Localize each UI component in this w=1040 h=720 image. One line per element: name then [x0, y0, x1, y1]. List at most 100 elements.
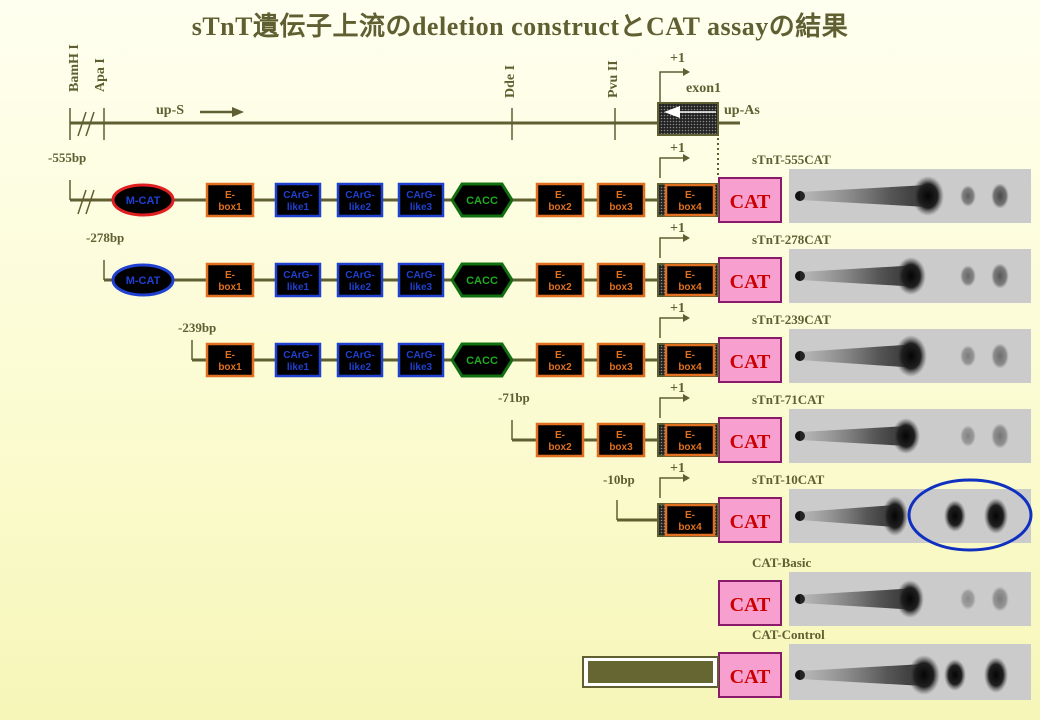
tlc-acetylated-spot-2 — [991, 586, 1009, 612]
up-as-arrowhead — [664, 106, 680, 118]
carg-like1-box — [274, 262, 322, 298]
tlc-main-spot — [895, 335, 927, 377]
ebox1-box — [205, 182, 255, 218]
ebox4-box-label: E- — [685, 190, 695, 201]
tlc-main-spot — [908, 655, 940, 695]
cacc-element — [450, 342, 514, 378]
site-label-bamh1: BamH I — [67, 44, 82, 92]
tlc-acetylated-spot-2 — [984, 657, 1008, 693]
cat-reporter-label: CAT — [730, 191, 771, 213]
tlc-acetylated-spot-2 — [984, 498, 1008, 534]
ebox4-box-label: E- — [685, 270, 695, 281]
tlc-acetylated-spot-1 — [960, 265, 976, 287]
start-position-label: -278bp — [86, 230, 124, 245]
exon-label: exon1 — [686, 81, 721, 96]
tlc-acetylated-spot-1 — [960, 345, 976, 367]
restriction-map: BamH I Apa I Dde I Pvu II +1 exon1 up-As… — [67, 44, 760, 178]
ebox3-box — [596, 422, 646, 458]
site-label-apa1: Apa I — [93, 58, 108, 92]
ebox1-box-label: box1 — [218, 362, 242, 373]
break-mark — [85, 189, 95, 215]
tss-arrow — [659, 157, 688, 178]
mcat-element — [111, 183, 175, 217]
cat-reporter-box — [718, 580, 782, 626]
tlc-image — [789, 572, 1031, 626]
tlc-acetylated-spot-1 — [960, 588, 976, 610]
primer-fwd-label: up-S — [156, 103, 184, 118]
carg-like1-box-label: like1 — [287, 202, 310, 213]
carg-like1-box — [274, 182, 322, 218]
ebox4-box — [664, 263, 716, 297]
tlc-smear — [800, 426, 906, 446]
carg-like1-box-label: like1 — [287, 362, 310, 373]
ebox1-box-label: E- — [225, 350, 235, 361]
ebox2-box-label: E- — [555, 270, 565, 281]
tss-label: +1 — [670, 381, 685, 396]
start-position-label: -555bp — [48, 150, 86, 165]
tlc-main-spot — [912, 176, 944, 216]
ebox2-box-label: box2 — [548, 362, 572, 373]
ebox2-box-label: box2 — [548, 442, 572, 453]
carg-like1-box-label: CArG- — [283, 190, 312, 201]
tlc-main-spot — [896, 580, 924, 618]
construct-name: CAT-Control — [752, 627, 825, 642]
cat-reporter-box — [718, 177, 782, 223]
ebox1-box-label: E- — [225, 190, 235, 201]
tlc-acetylated-spot-1 — [944, 659, 966, 691]
tss-label: +1 — [670, 51, 685, 66]
carg-like2-box-label: like2 — [349, 202, 372, 213]
cat-reporter-label: CAT — [730, 431, 771, 453]
carg-like2-box-label: CArG- — [345, 190, 374, 201]
cacc-label: CACC — [466, 355, 498, 367]
ebox2-box — [535, 422, 585, 458]
cat-reporter-label: CAT — [730, 271, 771, 293]
ebox3-box-label: box3 — [609, 202, 633, 213]
carg-like3-box-label: like3 — [410, 362, 433, 373]
ebox2-box — [535, 262, 585, 298]
tss-arrow — [659, 397, 688, 418]
tlc-acetylated-spot-2 — [991, 183, 1009, 209]
ebox3-box-label: E- — [616, 430, 626, 441]
tss-arrow — [659, 477, 688, 498]
ebox4-box-label: box4 — [678, 522, 702, 533]
cacc-element — [450, 262, 514, 298]
tlc-image — [789, 489, 1031, 543]
highlight-ellipse — [907, 478, 1033, 552]
tss-arrow — [659, 237, 688, 258]
tss-arrowhead — [683, 68, 690, 76]
ebox4-box-label: box4 — [678, 202, 702, 213]
construct-name: sTnT-71CAT — [752, 392, 825, 407]
tlc-image — [789, 409, 1031, 463]
tss-arrowhead — [683, 314, 690, 322]
ebox1-box-label: box1 — [218, 282, 242, 293]
ebox2-box-label: E- — [555, 350, 565, 361]
ebox4-box — [664, 183, 716, 217]
tlc-image — [789, 249, 1031, 303]
tlc-main-spot — [882, 496, 908, 536]
tlc-acetylated-spot-2 — [991, 263, 1009, 289]
carg-like2-box-label: CArG- — [345, 270, 374, 281]
carg-like1-box-label: like1 — [287, 282, 310, 293]
start-position-label: -239bp — [178, 320, 216, 335]
carg-like3-box — [397, 262, 445, 298]
tlc-main-spot — [892, 418, 920, 454]
carg-like2-box-label: like2 — [349, 282, 372, 293]
break-mark — [77, 111, 87, 137]
mcat-label: M-CAT — [126, 195, 161, 207]
construct-name: sTnT-239CAT — [752, 312, 831, 327]
tss-label: +1 — [670, 141, 685, 156]
tlc-smear — [800, 344, 911, 368]
ebox3-box-label: E- — [616, 350, 626, 361]
carg-like2-box — [336, 342, 384, 378]
tlc-acetylated-spot-1 — [960, 185, 976, 207]
cacc-label: CACC — [466, 195, 498, 207]
tss-label: +1 — [670, 461, 685, 476]
tss-label: +1 — [670, 301, 685, 316]
carg-like2-box — [336, 262, 384, 298]
tlc-smear — [800, 265, 911, 287]
carg-like3-box-label: like3 — [410, 282, 433, 293]
ebox3-box-label: E- — [616, 190, 626, 201]
